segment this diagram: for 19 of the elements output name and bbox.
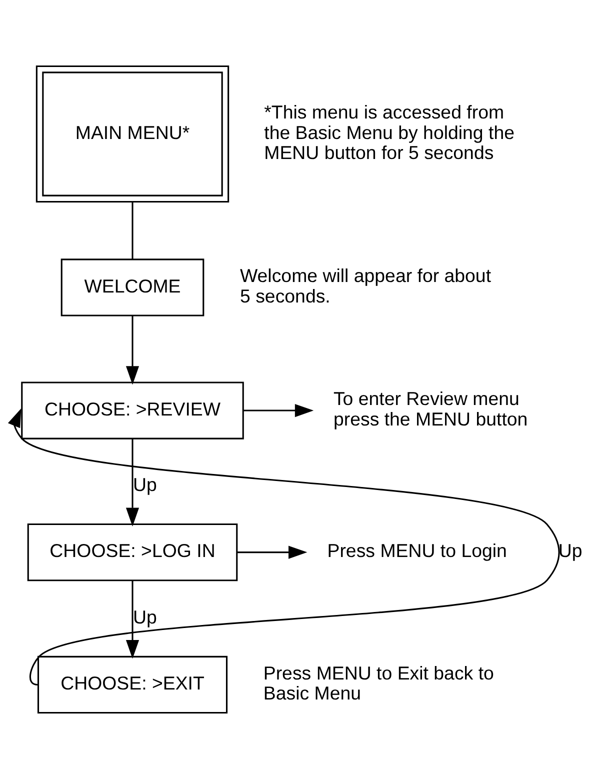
node-box: MAIN MENU* [36, 64, 230, 202]
arrow [237, 545, 308, 558]
connector [132, 201, 134, 259]
edge-label: Up [133, 473, 157, 494]
node-box: WELCOME [60, 258, 204, 316]
arrow [126, 315, 140, 384]
arrow [126, 580, 140, 658]
edge-label: Up [133, 606, 157, 627]
arrow [244, 403, 314, 417]
node-box: CHOOSE: >REVIEW [21, 381, 244, 439]
node-label: Welcome will appear for about 5 seconds. [240, 264, 492, 306]
node-text: Press MENU to Login [327, 540, 507, 561]
node-box: CHOOSE: >LOG IN [27, 522, 238, 581]
node-text: To enter Review menu press the MENU button [333, 388, 528, 429]
edge-label: Up [558, 540, 582, 561]
node-label: *This menu is accessed from the Basic Menu by holding the MENU button for 5 seconds [264, 101, 515, 163]
arrow [126, 438, 140, 526]
node-label: Press MENU to Exit back to Basic Menu [263, 662, 494, 704]
node-box: CHOOSE: >EXIT [37, 655, 228, 714]
